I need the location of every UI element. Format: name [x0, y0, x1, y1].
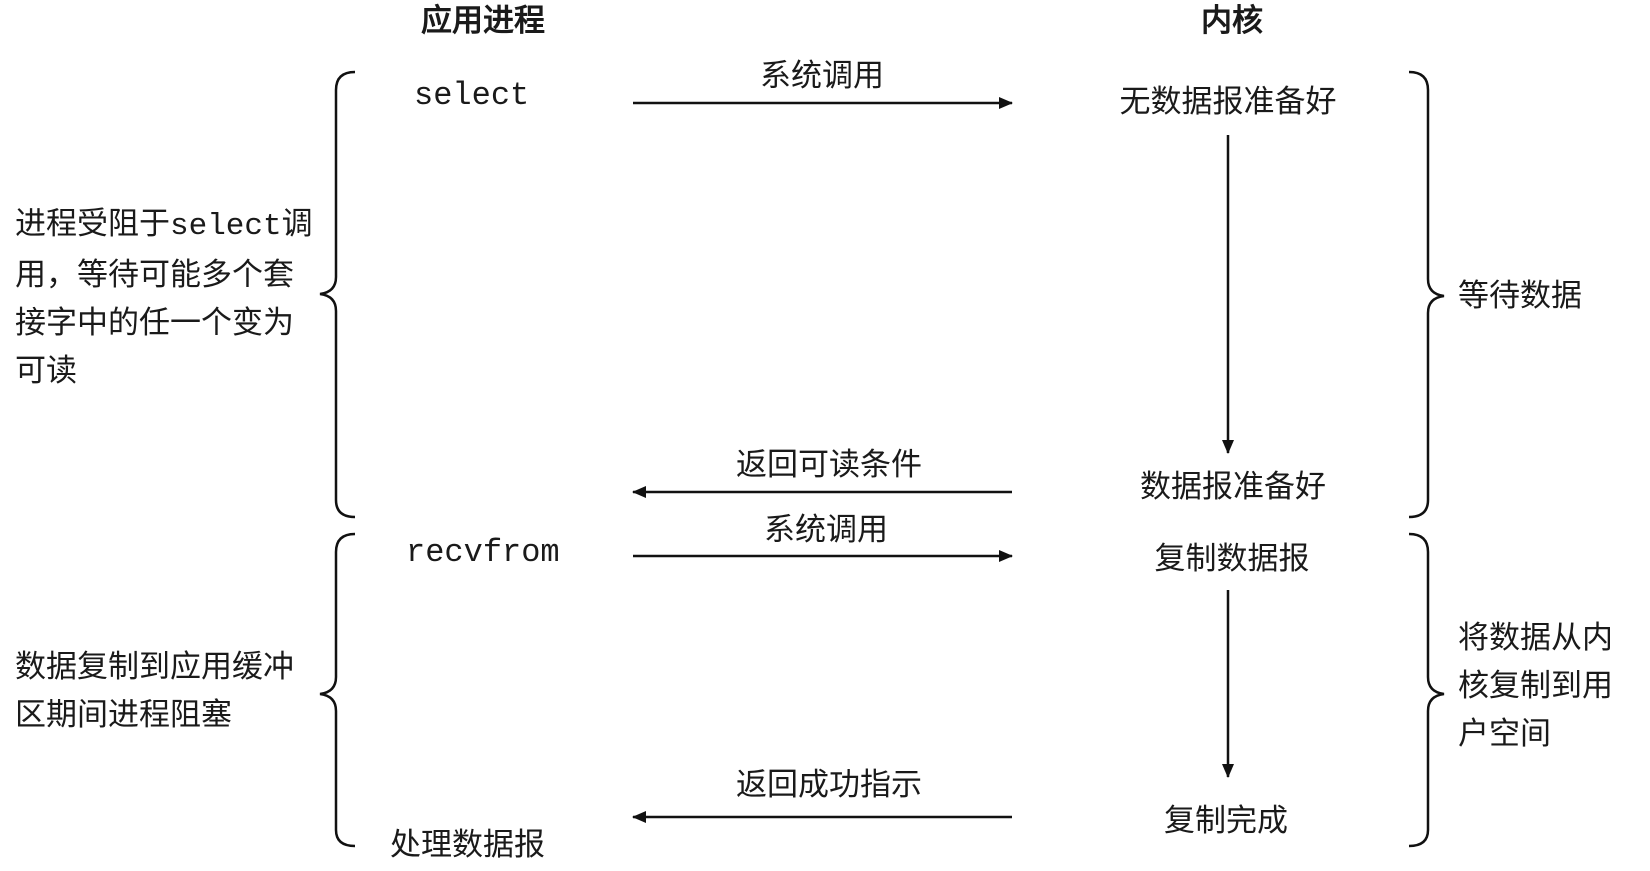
kernel-state-datagram-ready: 数据报准备好: [1140, 469, 1326, 505]
header-app-process: 应用进程: [421, 3, 545, 39]
kernel-state-copy-complete: 复制完成: [1164, 803, 1288, 839]
right-brace-wait: [1408, 70, 1445, 519]
note-blocked-select-code: select: [170, 209, 282, 244]
label-syscall-1: 系统调用: [760, 58, 884, 94]
note-blocked-in-select: 进程受阻于select调用，等待可能多个套接字中的任一个变为可读: [15, 200, 315, 395]
left-brace-select: [319, 70, 356, 519]
note-blocked-select-part1: 进程受阻于: [15, 206, 170, 242]
label-return-readable: 返回可读条件: [736, 447, 922, 483]
call-select: select: [414, 77, 530, 114]
note-wait-data: 等待数据: [1458, 278, 1582, 314]
process-datagram-label: 处理数据报: [390, 827, 545, 863]
note-blocked-select-part2: 调用，等待可能多个套接字中的任一个变为可读: [15, 206, 313, 389]
left-brace-recvfrom: [319, 532, 356, 848]
label-syscall-2: 系统调用: [764, 512, 888, 548]
call-recvfrom: recvfrom: [406, 534, 560, 571]
note-copy-to-user-space: 将数据从内核复制到用户空间: [1458, 620, 1613, 752]
header-kernel: 内核: [1201, 3, 1263, 39]
right-brace-copy: [1408, 532, 1445, 848]
note-blocked-during-copy: 数据复制到应用缓冲区期间进程阻塞: [15, 649, 294, 733]
label-return-success: 返回成功指示: [736, 767, 922, 803]
kernel-state-no-datagram: 无数据报准备好: [1119, 84, 1337, 120]
kernel-state-copy-datagram: 复制数据报: [1154, 541, 1310, 577]
